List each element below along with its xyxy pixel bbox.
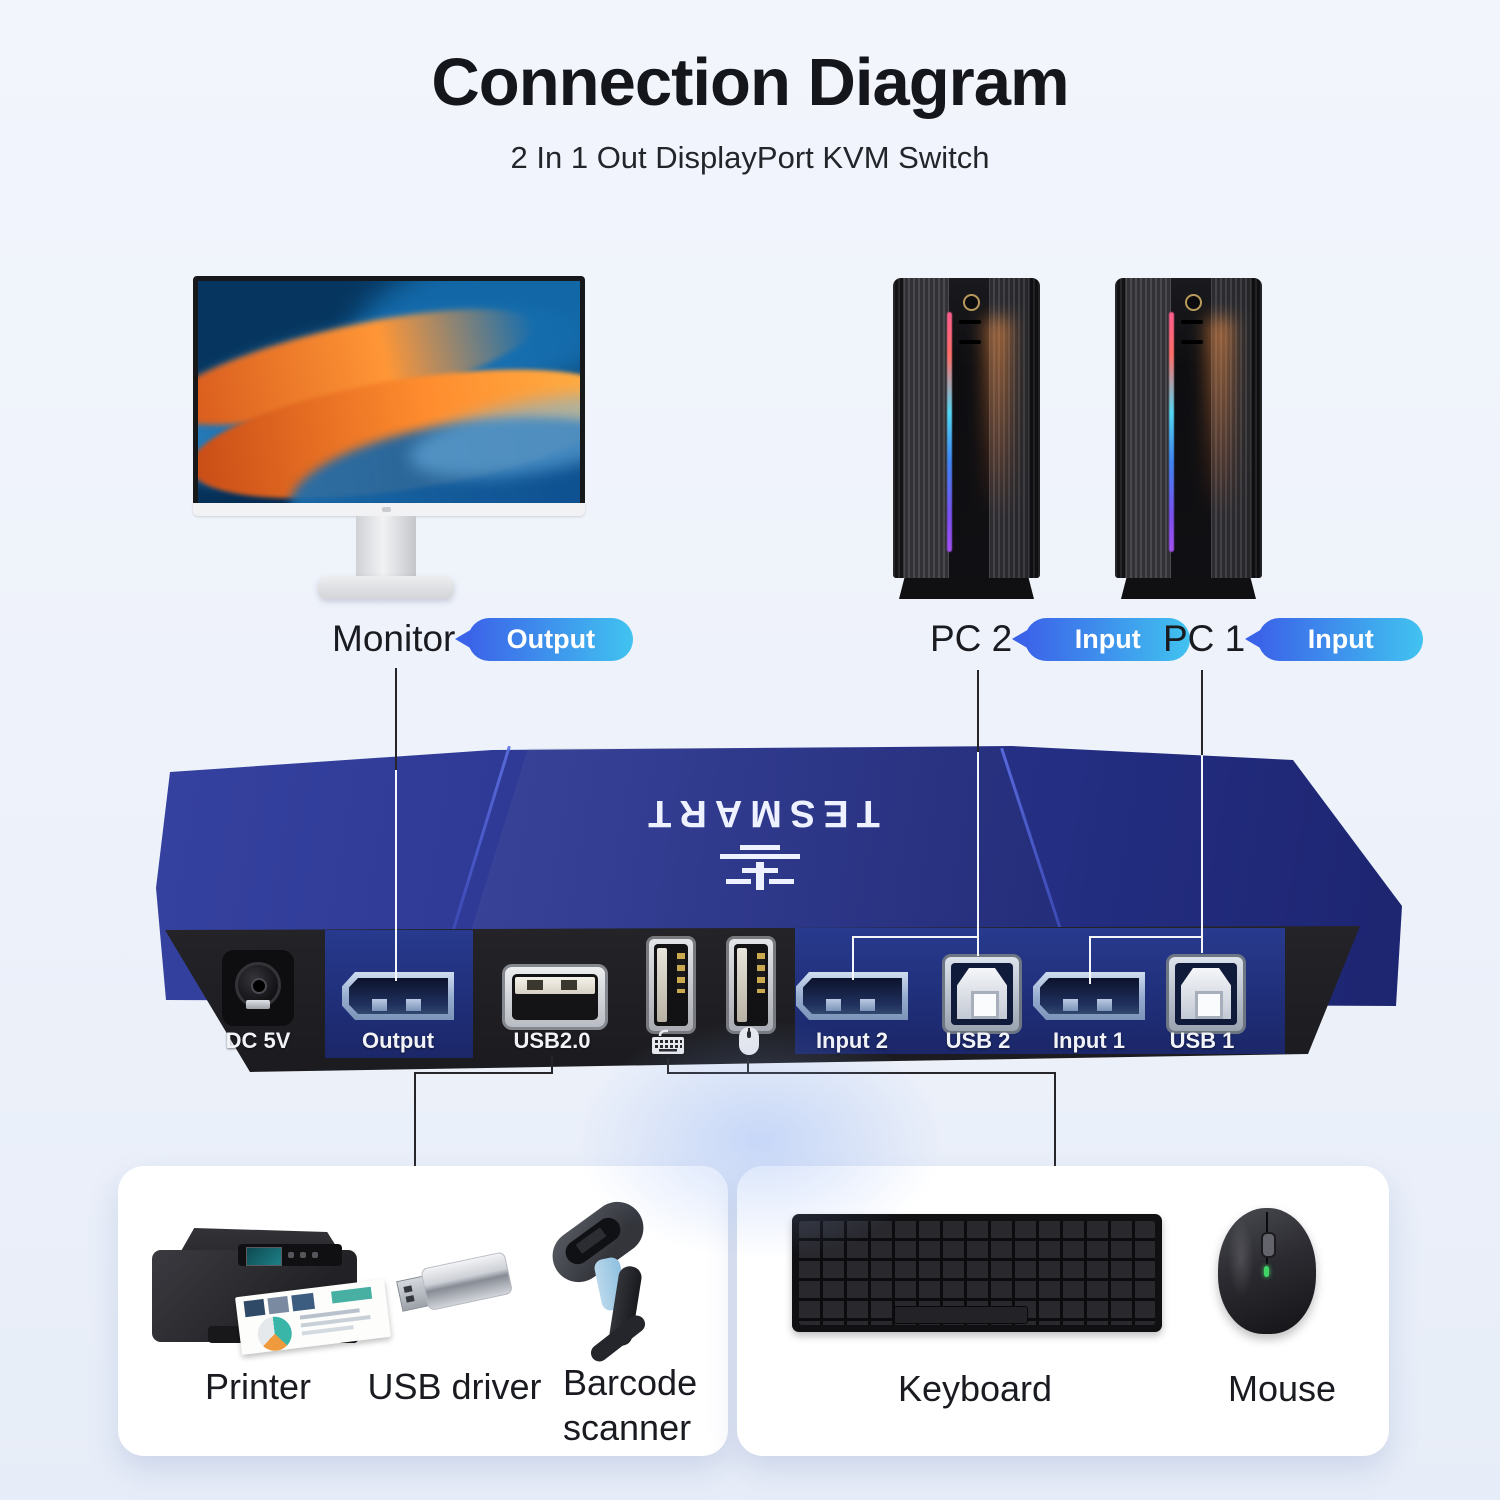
power-button-icon	[963, 294, 980, 311]
input-badge-pc2: Input	[1012, 617, 1191, 661]
monitor-connector-line-device	[394, 770, 397, 981]
page-title: Connection Diagram	[431, 45, 1069, 120]
pc2-connector-line	[977, 670, 979, 754]
printer-screen	[246, 1247, 282, 1266]
pc2-branch-drop	[851, 936, 854, 980]
tesmart-logo-icon	[720, 845, 800, 890]
monitor-label-row: Monitor Output	[332, 616, 634, 662]
usb20-connector-drop	[414, 1072, 416, 1168]
mouse-usb-port	[726, 936, 776, 1034]
keyboard-usb-port	[646, 936, 696, 1034]
printer-label: Printer	[204, 1366, 312, 1407]
monitor-logo	[382, 507, 391, 512]
pc2-base	[899, 578, 1034, 599]
keyboard-icon	[650, 1028, 686, 1061]
pc1-branch-drop	[1088, 936, 1091, 984]
keyboard-connector-stub	[667, 1058, 669, 1074]
usb20-connector-horizontal	[414, 1072, 553, 1074]
brand-emblem: TESMART	[560, 765, 960, 890]
mouse-icon	[738, 1026, 760, 1061]
pc1-base	[1121, 578, 1256, 599]
displayport-output-port	[342, 972, 454, 1020]
pc2-branch-line	[851, 936, 979, 938]
mouse-connector-stub	[747, 1058, 749, 1074]
monitor-label: Monitor	[332, 618, 456, 659]
printer-button	[312, 1252, 318, 1258]
barcode-scanner-label: Barcode scanner	[563, 1362, 698, 1448]
dc-port-label: DC 5V	[225, 1028, 291, 1053]
monitor-connector-line	[394, 668, 397, 772]
pc2-label: PC 2	[930, 618, 1013, 659]
pc2-label-row: PC 2 Input	[930, 616, 1191, 662]
usb2.0-port	[502, 964, 608, 1030]
pc1-image	[1115, 278, 1262, 578]
pc1-label: PC 1	[1163, 618, 1246, 659]
pc1-branch-line	[1088, 936, 1203, 938]
keyboard-label: Keyboard	[897, 1368, 1053, 1409]
badge-notch-icon	[1012, 629, 1030, 649]
pc2-connector-line-device	[977, 752, 979, 956]
input2-port-label: Input 2	[815, 1028, 889, 1053]
monitor-base	[318, 576, 454, 599]
monitor-image	[193, 276, 585, 508]
usb-driver-label: USB driver	[367, 1366, 542, 1407]
mouse-image	[1218, 1208, 1316, 1334]
usb2-port	[942, 954, 1022, 1034]
kb-mouse-connector-horizontal	[667, 1072, 1056, 1074]
brand-name: TESMART	[640, 792, 880, 834]
dc-power-jack	[222, 950, 294, 1026]
input1-port-label: Input 1	[1052, 1028, 1126, 1053]
pc2-image	[893, 278, 1040, 578]
badge-notch-icon	[1245, 629, 1263, 649]
kvm-switch-center-panel	[470, 748, 1062, 936]
page-subtitle: 2 In 1 Out DisplayPort KVM Switch	[510, 140, 990, 175]
usb20-port-label: USB2.0	[513, 1028, 591, 1053]
pc1-connector-line-device	[1201, 755, 1203, 953]
usb20-connector-stub	[551, 1056, 553, 1074]
output-badge: Output	[455, 617, 634, 661]
displayport-input2-port	[796, 972, 908, 1020]
usb1-port-label: USB 1	[1169, 1028, 1235, 1053]
mouse-label: Mouse	[1227, 1368, 1337, 1409]
badge-notch-icon	[455, 629, 473, 649]
power-button-icon	[1185, 294, 1202, 311]
keyboard-image	[792, 1214, 1162, 1332]
pc1-connector-line	[1201, 670, 1203, 757]
input-badge-pc1: Input	[1245, 617, 1424, 661]
monitor-stand	[356, 516, 416, 578]
printer-button	[288, 1252, 294, 1258]
usb1-port	[1166, 954, 1246, 1034]
printer-button	[300, 1252, 306, 1258]
displayport-input1-port	[1033, 972, 1145, 1020]
usb2-port-label: USB 2	[945, 1028, 1011, 1053]
output-port-label: Output	[361, 1028, 435, 1053]
pc1-label-row: PC 1 Input	[1163, 616, 1424, 662]
kb-mouse-connector-drop	[1054, 1072, 1056, 1166]
